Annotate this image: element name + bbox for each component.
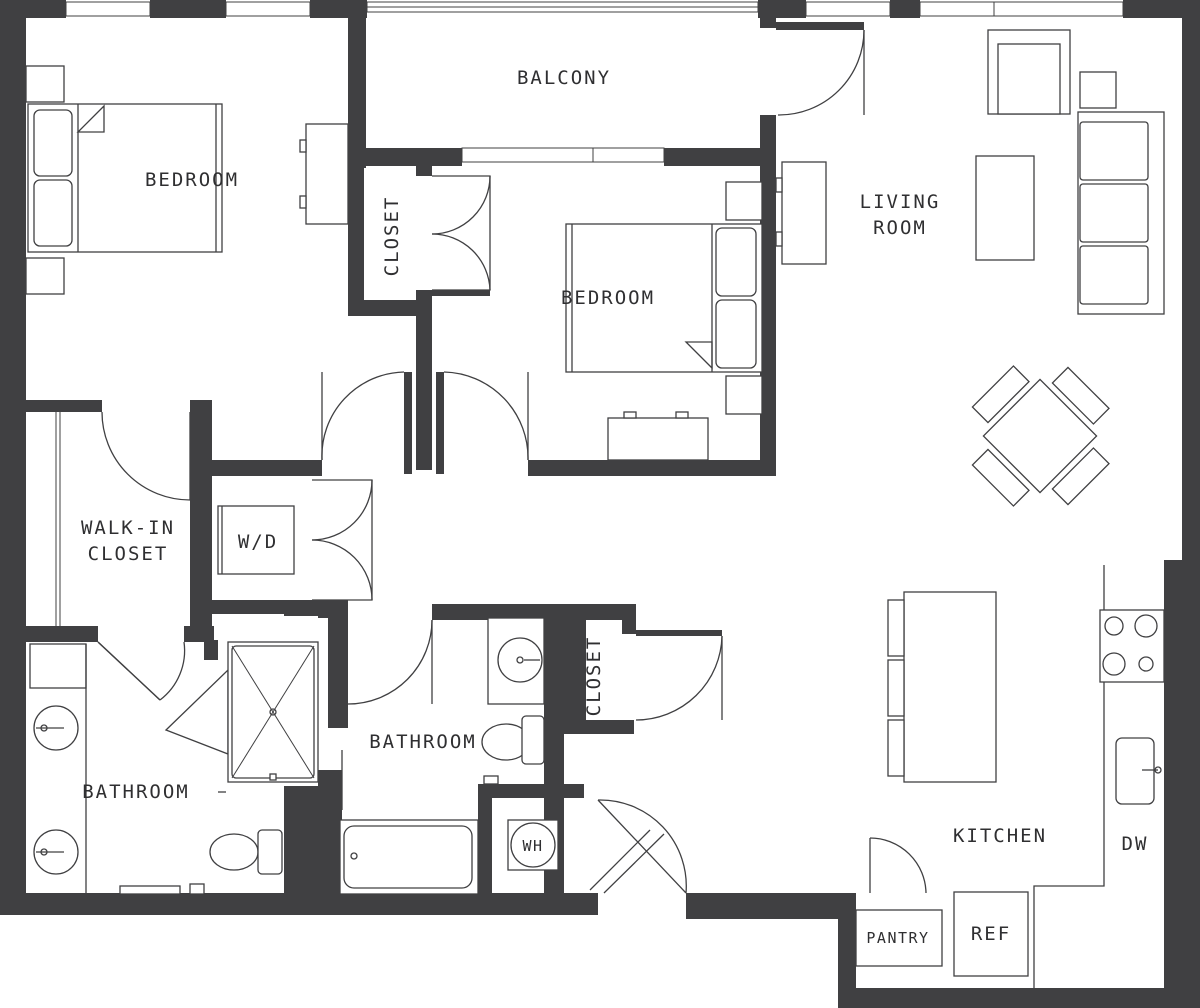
label-closet-2: CLOSET bbox=[583, 636, 605, 717]
label-living-room-line1: LIVING bbox=[860, 191, 941, 213]
label-bedroom-2: BEDROOM bbox=[561, 287, 655, 309]
kitchen-fixtures bbox=[855, 565, 1165, 988]
closet-rods bbox=[55, 412, 61, 626]
label-balcony: BALCONY bbox=[517, 67, 611, 89]
room-labels: BALCONY BEDROOM BEDROOM CLOSET CLOSET LI… bbox=[81, 67, 1149, 947]
label-kitchen: KITCHEN bbox=[953, 825, 1047, 847]
label-walk-in-closet-line1: WALK-IN bbox=[81, 517, 175, 539]
doors bbox=[97, 29, 927, 894]
label-bathroom-2: BATHROOM bbox=[369, 731, 477, 753]
label-water-heater: WH bbox=[522, 837, 543, 855]
label-refrigerator: REF bbox=[971, 923, 1011, 945]
label-dishwasher: DW bbox=[1122, 833, 1149, 855]
windows bbox=[65, 1, 1124, 163]
bedroom-2-furniture bbox=[565, 181, 763, 461]
label-living-room-line2: ROOM bbox=[873, 217, 927, 239]
label-bathroom-1: BATHROOM bbox=[82, 781, 190, 803]
bedroom-1-furniture bbox=[25, 65, 349, 295]
bathroom-2-fixtures bbox=[339, 617, 545, 895]
living-room-furniture bbox=[775, 29, 1165, 507]
label-closet-1: CLOSET bbox=[381, 196, 403, 277]
label-walk-in-closet-line2: CLOSET bbox=[88, 543, 169, 565]
interior-walls bbox=[0, 0, 864, 894]
label-pantry: PANTRY bbox=[866, 929, 929, 947]
label-bedroom-1: BEDROOM bbox=[145, 169, 239, 191]
label-washer-dryer: W/D bbox=[238, 531, 278, 553]
bathroom-1-fixtures bbox=[29, 641, 319, 895]
utility-fixtures bbox=[217, 505, 559, 871]
